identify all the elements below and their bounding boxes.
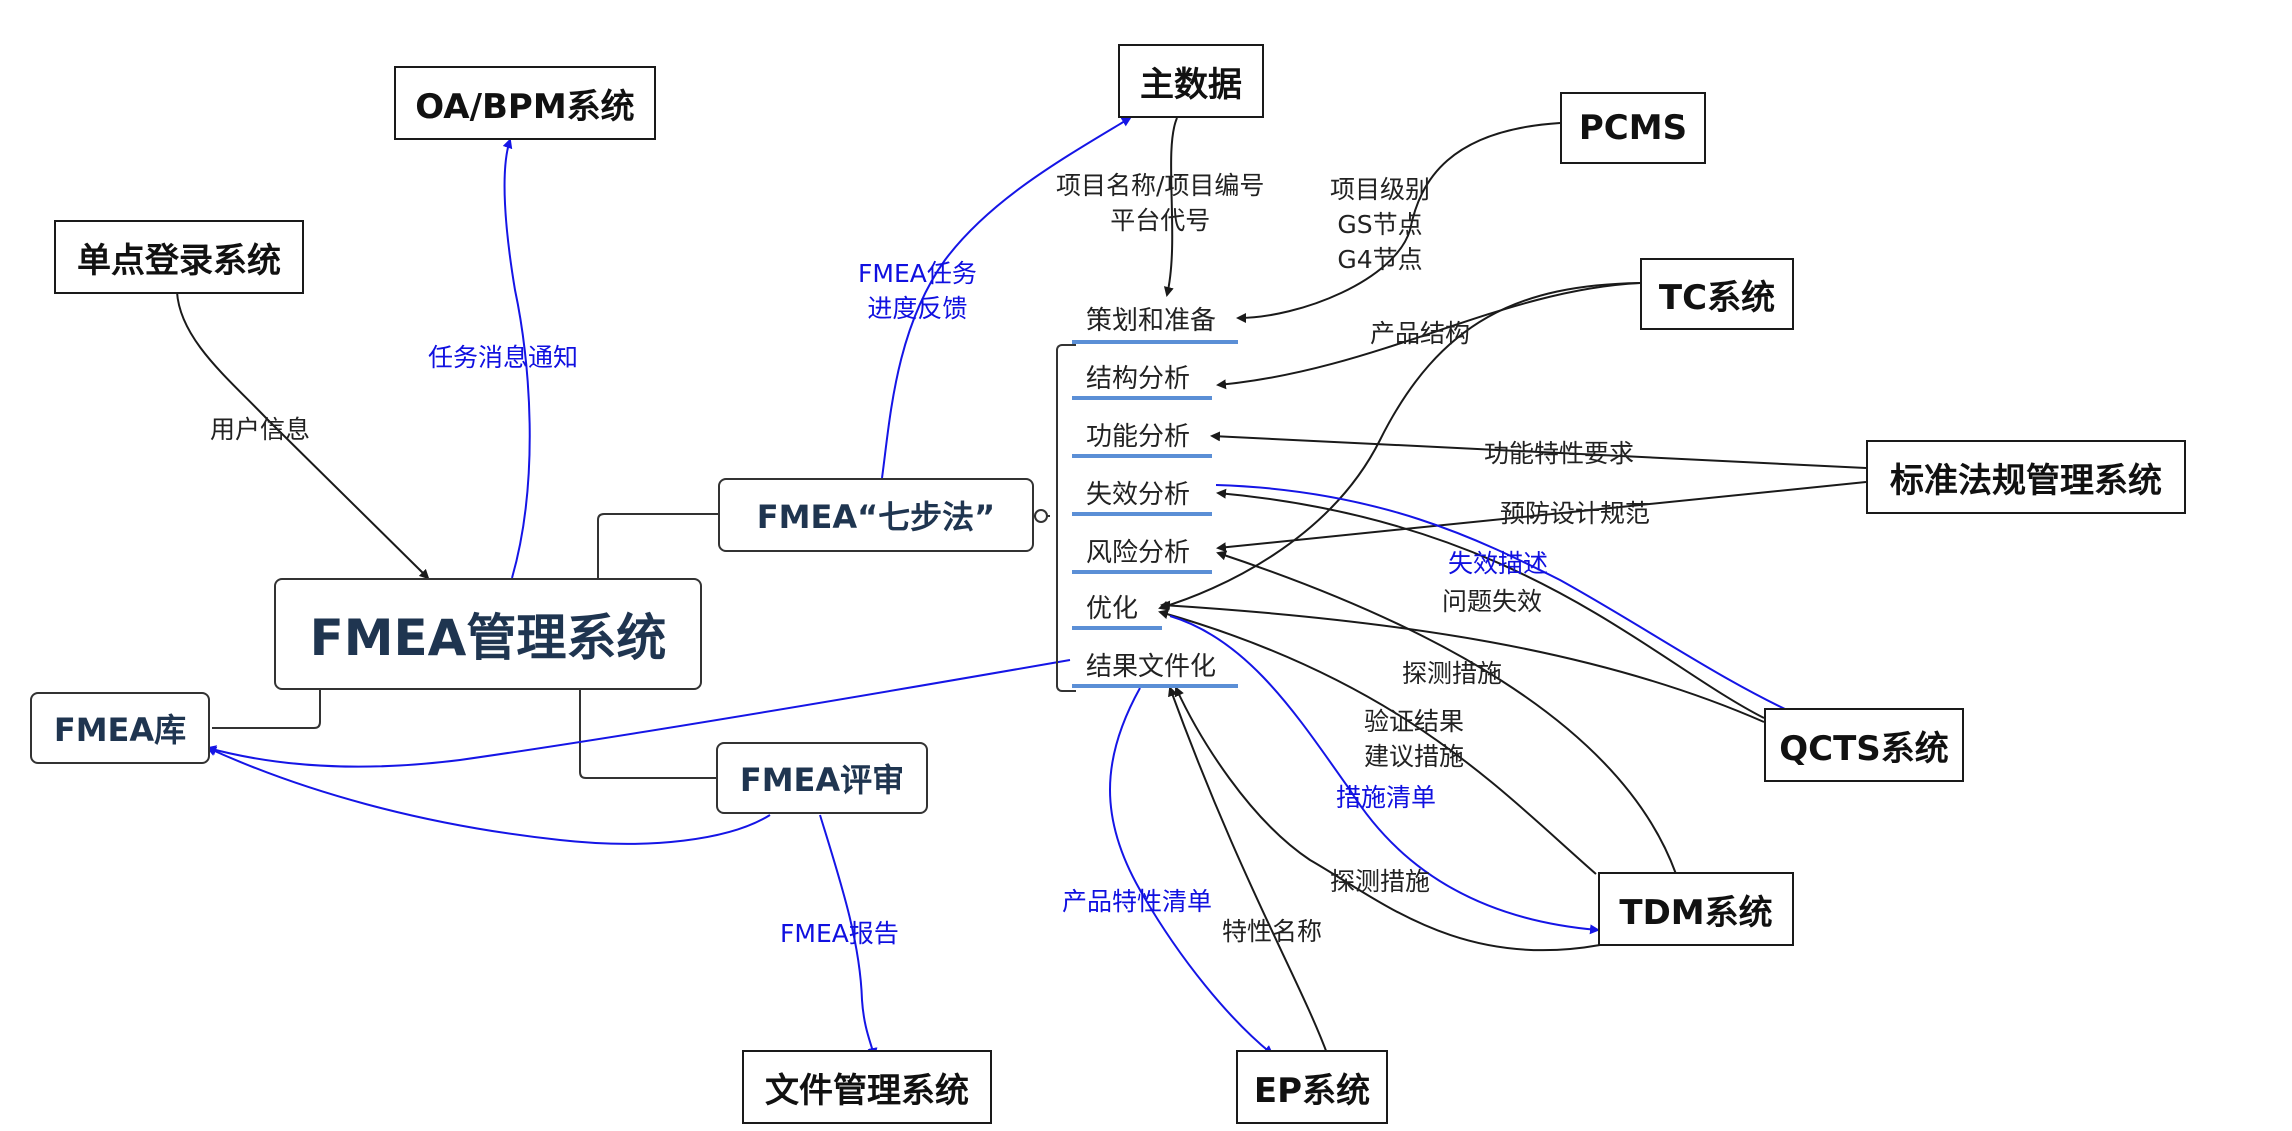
link-result-to-ep [1109, 687, 1274, 1056]
standards-node[interactable]: 标准法规管理系统 [1866, 440, 2186, 514]
link-standards-to-function [1210, 431, 1867, 469]
label-failure-description: 失效描述 [1448, 549, 1549, 578]
link-failure-to-qcts [1215, 484, 1806, 720]
label-user-info: 用户信息 [210, 415, 311, 444]
link-tdm-to-risk [1216, 550, 1677, 875]
fmea-review-node[interactable]: FMEA评审 [716, 742, 928, 814]
oa-bpm-node[interactable]: OA/BPM系统 [394, 66, 656, 140]
link-ep-to-result [1168, 686, 1329, 1057]
label-fmea-task-line1: FMEA任务 [858, 259, 977, 288]
ep-node[interactable]: EP系统 [1236, 1050, 1388, 1124]
label-project-level: 项目级别 GS节点 G4节点 [1330, 172, 1430, 277]
link-masterdata-to-planning [1163, 117, 1178, 297]
step-optimization-underline [1072, 626, 1162, 630]
step-planning[interactable]: 策划和准备 [1086, 306, 1217, 336]
pcms-node[interactable]: PCMS [1560, 92, 1706, 164]
step-structure-underline [1072, 396, 1212, 400]
label-characteristic-name: 特性名称 [1222, 917, 1323, 946]
link-tc-to-optimization [1158, 282, 1641, 611]
label-detect-measures: 探测措施 [1402, 659, 1503, 688]
label-fmea-task-line2: 进度反馈 [867, 294, 968, 323]
step-structure[interactable]: 结构分析 [1086, 364, 1191, 394]
step-documentation[interactable]: 结果文件化 [1086, 652, 1217, 682]
step-function[interactable]: 功能分析 [1086, 422, 1191, 452]
link-optimization-to-tdm [1169, 615, 1600, 935]
label-project-name-line2: 平台代号 [1110, 206, 1211, 235]
link-sevenstep-to-masterdata [881, 116, 1132, 479]
link-result-to-library [206, 659, 1071, 768]
label-project-name: 项目名称/项目编号 平台代号 [1056, 168, 1264, 238]
label-prevent-design: 预防设计规范 [1500, 499, 1651, 528]
link-sso-to-core [176, 291, 430, 580]
step-risk-underline [1072, 570, 1212, 574]
master-data-node[interactable]: 主数据 [1118, 44, 1264, 118]
fmea-core-node[interactable]: FMEA管理系统 [274, 578, 702, 690]
label-function-requirements: 功能特性要求 [1484, 439, 1635, 468]
label-measure-list: 措施清单 [1336, 783, 1437, 812]
step-documentation-underline [1072, 684, 1238, 688]
link-tdm-to-result [1174, 686, 1601, 952]
link-standards-to-risk [1216, 481, 1867, 553]
link-core-to-oabpm [502, 138, 531, 579]
label-product-characteristics-list: 产品特性清单 [1062, 887, 1213, 916]
link-tc-to-structure [1216, 282, 1641, 390]
label-product-structure: 产品结构 [1370, 319, 1471, 348]
step-failure-underline [1072, 512, 1212, 516]
label-project-name-line1: 项目名称/项目编号 [1056, 171, 1265, 200]
fmea-library-node[interactable]: FMEA库 [30, 692, 210, 764]
link-tdm-to-optimization [1158, 609, 1597, 875]
label-fmea-task: FMEA任务 进度反馈 [858, 256, 977, 326]
step-function-underline [1072, 454, 1212, 458]
link-qcts-to-failure [1216, 488, 1765, 719]
tc-node[interactable]: TC系统 [1640, 258, 1794, 330]
qcts-node[interactable]: QCTS系统 [1764, 708, 1964, 782]
file-management-node[interactable]: 文件管理系统 [742, 1050, 992, 1124]
link-pcms-to-planning [1236, 122, 1561, 323]
step-optimization[interactable]: 优化 [1086, 594, 1139, 624]
label-verify-results-line1: 验证结果 [1364, 707, 1465, 736]
step-list-bracket [1056, 344, 1076, 692]
step-planning-underline [1072, 340, 1238, 344]
label-verify-results-line2: 建议措施 [1364, 742, 1465, 771]
connector-to-review [579, 690, 716, 779]
sso-node[interactable]: 单点登录系统 [54, 220, 304, 294]
collapse-handle [1034, 509, 1048, 523]
step-failure[interactable]: 失效分析 [1086, 480, 1191, 510]
link-review-to-filemgmt [819, 814, 878, 1058]
label-fmea-report: FMEA报告 [780, 919, 899, 948]
connector-to-seven-step [597, 513, 718, 578]
tdm-node[interactable]: TDM系统 [1598, 872, 1794, 946]
link-review-to-library [206, 746, 771, 845]
label-detect-measures-2: 探测措施 [1330, 867, 1431, 896]
link-qcts-to-optimization [1160, 600, 1765, 723]
label-project-level-line3: G4节点 [1337, 245, 1423, 274]
label-project-level-line1: 项目级别 [1330, 175, 1431, 204]
step-risk[interactable]: 风险分析 [1086, 538, 1191, 568]
connector-to-library [212, 690, 321, 729]
label-task-notice: 任务消息通知 [428, 343, 579, 372]
label-project-level-line2: GS节点 [1337, 210, 1423, 239]
label-verify-results: 验证结果 建议措施 [1364, 704, 1464, 774]
label-problem-failure: 问题失效 [1442, 587, 1543, 616]
seven-step-node[interactable]: FMEA“七步法” [718, 478, 1034, 552]
